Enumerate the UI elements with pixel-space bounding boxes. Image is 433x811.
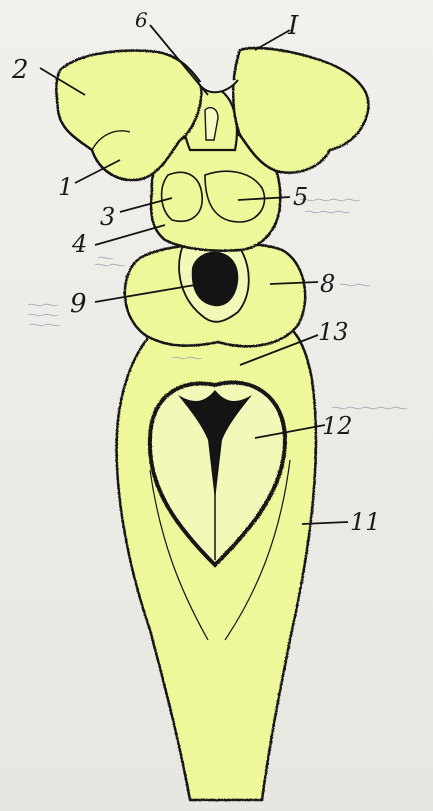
label-6: 6 — [135, 8, 148, 32]
label-2: 2 — [11, 55, 29, 85]
label-5: 5 — [293, 183, 308, 211]
label-11: 11 — [350, 508, 381, 536]
label-4: 4 — [71, 230, 87, 258]
right-lobe — [233, 48, 368, 173]
label-I: I — [287, 11, 299, 41]
label-1: 1 — [58, 173, 73, 201]
label-9: 9 — [70, 289, 87, 319]
label-12: 12 — [322, 412, 353, 440]
label-13: 13 — [318, 318, 349, 346]
label-3: 3 — [100, 203, 115, 231]
label-8: 8 — [320, 270, 335, 298]
